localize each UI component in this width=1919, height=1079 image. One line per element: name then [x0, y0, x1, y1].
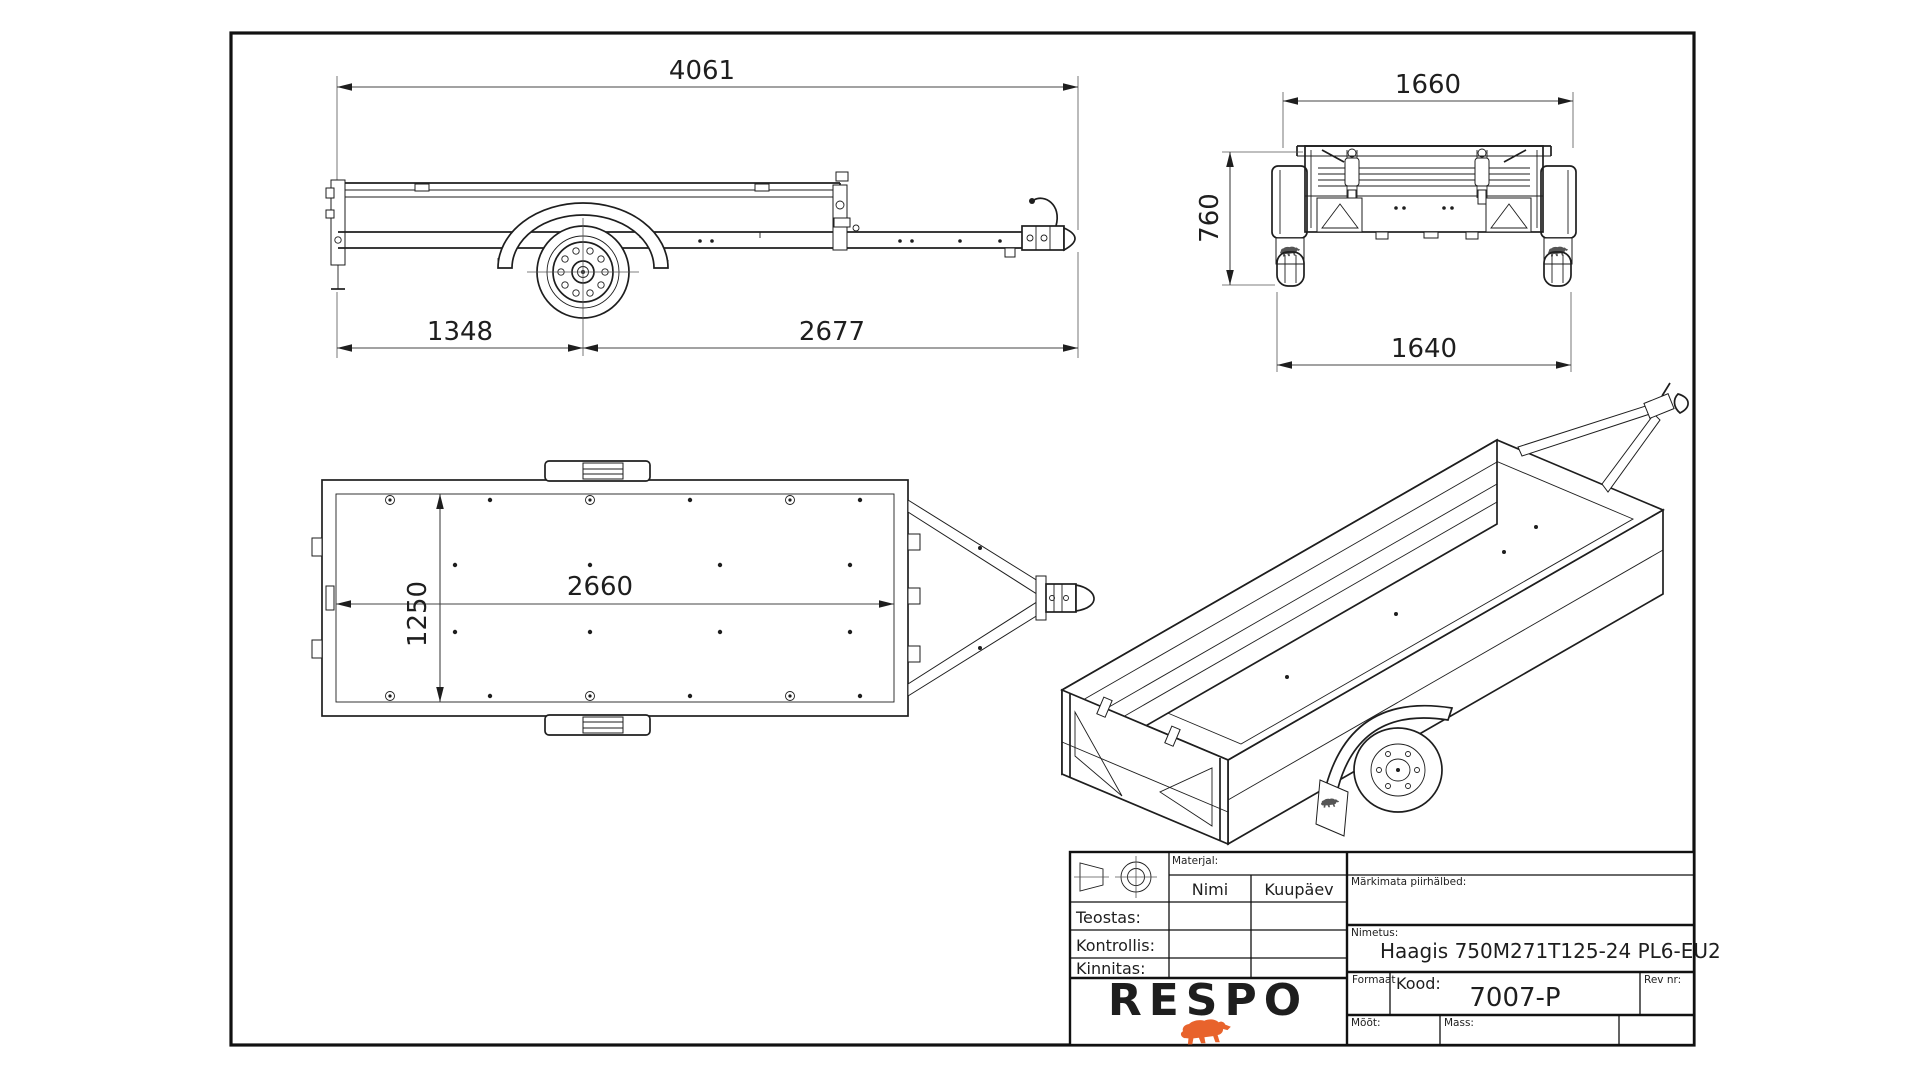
iso-mudflap [1315, 779, 1349, 837]
respo-logo-text: RESPO [1108, 975, 1308, 1026]
dim-rear-overall-width: 1660 [1282, 70, 1574, 148]
rear-mudflap-left [1275, 237, 1305, 265]
rear-wheel-left [1276, 251, 1305, 287]
nimetus-value: Haagis 750M271T125-24 PL6-EU2 [1380, 939, 1721, 963]
dim-side-axle-to-coupling: 2677 [583, 252, 1079, 358]
drawing-border [229, 31, 1696, 1047]
dim-side-axle-from-rear: 1348 [336, 292, 583, 358]
dim-top-inner-length: 2660 [336, 572, 894, 608]
side-wheel [527, 218, 639, 356]
dim-text-1660: 1660 [1395, 70, 1461, 100]
floor-rivets [385, 495, 863, 701]
rear-lamp-left [1316, 197, 1363, 233]
dim-rear-track-width: 1640 [1276, 292, 1572, 372]
projection-symbol-icon [1074, 856, 1157, 898]
materjal-label: Materjal: [1172, 855, 1218, 867]
teostas-label: Teostas: [1075, 908, 1141, 927]
rear-mudguard-left [1271, 165, 1308, 239]
rear-mudguard-right [1540, 165, 1577, 239]
dim-rear-body-height: 760 [1195, 151, 1303, 286]
rear-lamp-right [1485, 197, 1532, 233]
kuupaev-label: Kuupäev [1264, 880, 1333, 899]
dim-text-1640: 1640 [1391, 334, 1457, 364]
top-coupling [1035, 575, 1095, 621]
rev-label: Rev nr: [1644, 974, 1681, 986]
mass-label: Mass: [1444, 1017, 1474, 1029]
dim-text-2660: 2660 [567, 572, 633, 602]
nimi-label: Nimi [1192, 880, 1228, 899]
side-latch-left [414, 183, 430, 192]
dim-text-2677: 2677 [799, 317, 865, 347]
respo-logo: RESPO [1108, 975, 1308, 1045]
title-block-frame [1068, 850, 1696, 1047]
formaat-label: Formaat [1352, 974, 1395, 986]
side-view: 4061 [325, 56, 1079, 358]
drawbar-arm-upper [907, 499, 1047, 597]
kood-value: 7007-P [1469, 983, 1560, 1013]
rear-strap-right [1474, 148, 1490, 205]
kood-label: Kood: [1396, 974, 1441, 993]
kontrollis-label: Kontrollis: [1076, 936, 1155, 955]
rear-wheel-right [1543, 251, 1572, 287]
dim-text-760: 760 [1195, 193, 1225, 243]
title-block: Materjal: Nimi Kuupäev Teostas: Kontroll… [1068, 850, 1721, 1047]
isometric-view [1060, 382, 1689, 846]
iso-fender [1324, 704, 1454, 789]
top-body [321, 479, 909, 717]
side-latch-right [754, 183, 770, 192]
kinnitas-label: Kinnitas: [1076, 959, 1145, 978]
dim-side-total-length: 4061 [336, 56, 1079, 230]
dim-top-inner-width: 1250 [403, 494, 444, 702]
side-coupling [1004, 197, 1076, 258]
rear-view: 1660 [1195, 70, 1577, 372]
dim-text-1250: 1250 [403, 581, 433, 647]
top-view: 2660 1250 [311, 460, 1095, 736]
nimetus-label: Nimetus: [1351, 927, 1398, 939]
iso-wheel [1353, 727, 1443, 813]
tolerances-label: Märkimata piirhälbed: [1351, 876, 1466, 888]
dim-text-4061: 4061 [669, 56, 735, 86]
rear-strap-left [1344, 148, 1360, 205]
dim-text-1348: 1348 [427, 317, 493, 347]
drawbar-arm-lower [907, 599, 1047, 697]
rear-mudflap-right [1543, 237, 1573, 265]
iso-drawbar [1517, 382, 1689, 493]
moot-label: Mõõt: [1351, 1017, 1381, 1029]
